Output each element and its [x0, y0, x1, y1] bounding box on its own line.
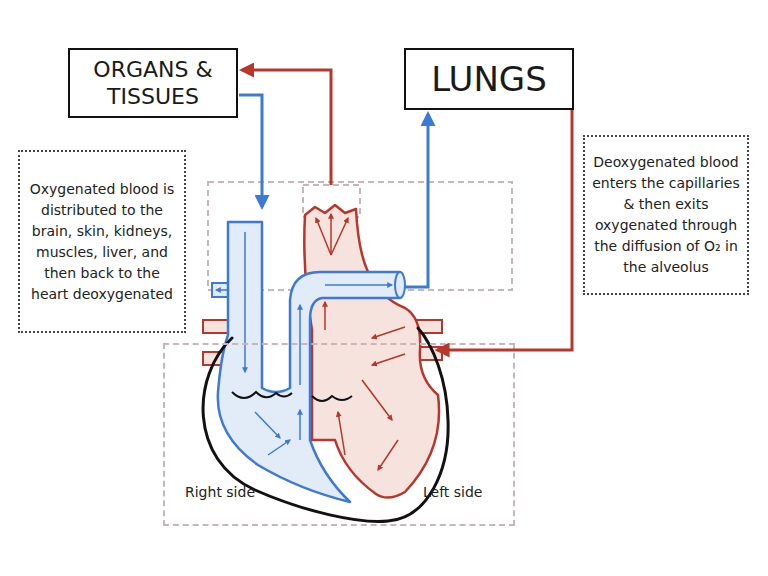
flow-mark — [299, 410, 301, 440]
left-heart — [304, 205, 439, 498]
box-title: ORGANS & TISSUES — [74, 56, 232, 110]
flow-mark — [338, 412, 345, 455]
right-heart — [218, 222, 400, 502]
heart-side-region: Right side Left side — [163, 343, 515, 526]
flow-mark — [372, 354, 405, 365]
flow-mark — [244, 232, 246, 372]
flow-arrow — [242, 70, 331, 185]
flow-mark — [324, 302, 326, 330]
side-label: Right side — [185, 484, 255, 500]
box-title: LUNGS — [431, 59, 547, 99]
note-box: Oxygenated blood is distributed to the b… — [18, 150, 186, 333]
note-text: Oxygenated blood is distributed to the b… — [26, 179, 178, 305]
flow-mark — [325, 284, 392, 286]
organ-box: LUNGS — [404, 48, 574, 110]
flow-arrow — [404, 114, 428, 287]
flow-mark — [299, 305, 301, 385]
flow-mark — [255, 412, 280, 438]
flow-mark — [378, 440, 398, 470]
flow-mark — [331, 218, 348, 255]
side-label: Left side — [423, 484, 482, 500]
flow-mark — [372, 327, 405, 338]
note-text: Deoxygenated blood enters the capillarie… — [591, 152, 741, 278]
flow-arrow — [438, 110, 572, 350]
flow-mark — [216, 289, 229, 291]
organ-box: ORGANS & TISSUES — [68, 48, 238, 118]
artery-opening — [395, 272, 405, 298]
valve — [312, 396, 352, 401]
flow-mark — [330, 214, 332, 255]
flow-mark — [362, 380, 392, 420]
valve — [232, 392, 292, 398]
flow-arrow — [239, 95, 262, 207]
note-box: Deoxygenated blood enters the capillarie… — [583, 135, 749, 295]
flow-mark — [268, 440, 290, 455]
flow-mark — [316, 218, 331, 255]
